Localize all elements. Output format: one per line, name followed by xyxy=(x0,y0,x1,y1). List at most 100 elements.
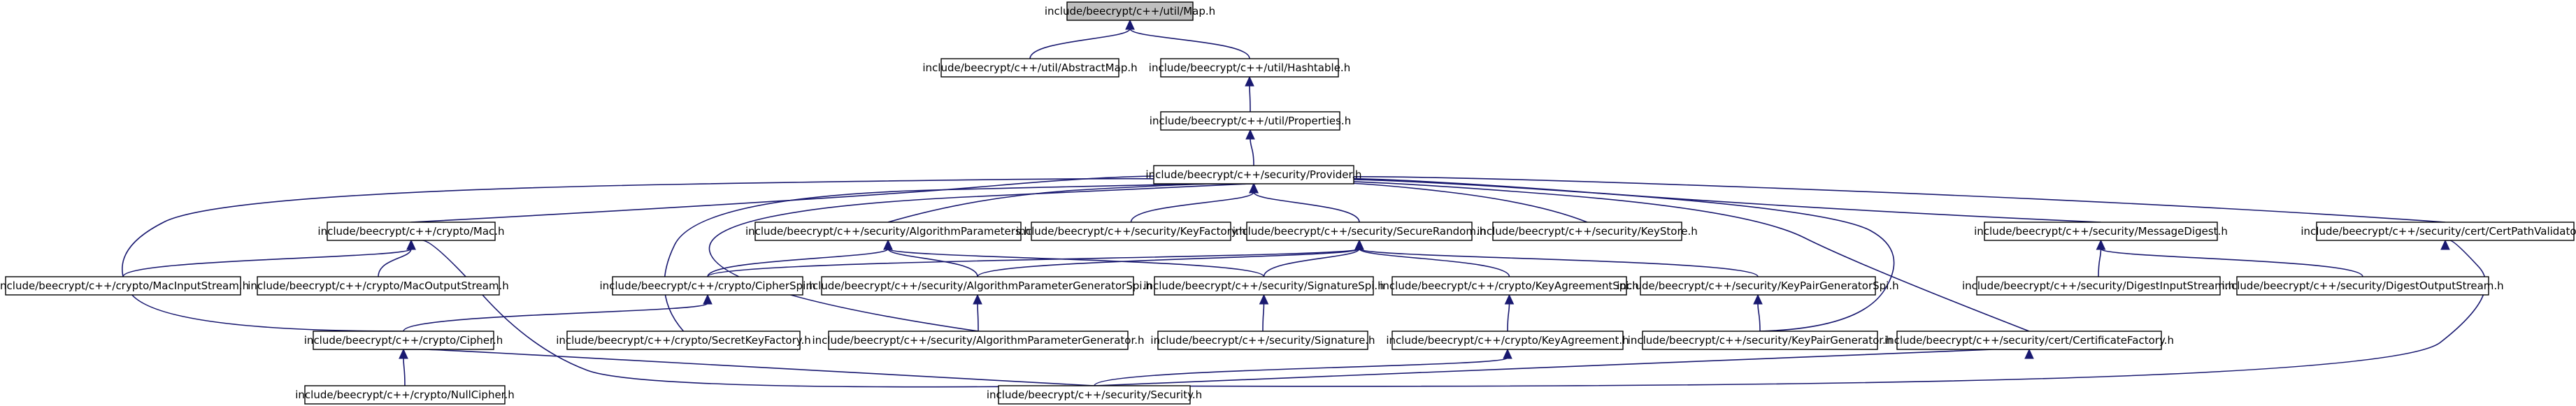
edge-digestoutputstream-to-messagedigest xyxy=(2096,239,2363,277)
node-hashtable[interactable]: include/beecrypt/c++/util/Hashtable.h xyxy=(1149,58,1350,78)
node-securerandom[interactable]: include/beecrypt/c++/security/SecureRand… xyxy=(1233,222,1486,241)
node-box xyxy=(566,331,801,350)
node-keyagreement[interactable]: include/beecrypt/c++/crypto/KeyAgreement… xyxy=(1386,331,1629,350)
node-box xyxy=(1154,276,1374,296)
edge-line xyxy=(1253,176,2446,223)
node-box xyxy=(1984,222,2218,241)
node-label: include/beecrypt/c++/security/DigestOutp… xyxy=(2221,280,2503,292)
node-signaturespi[interactable]: include/beecrypt/c++/security/SignatureS… xyxy=(1143,276,1384,296)
node-label: include/beecrypt/c++/security/KeyPairGen… xyxy=(1617,280,1898,292)
node-box xyxy=(1492,222,1682,241)
node-keypairgen[interactable]: include/beecrypt/c++/security/KeyPairGen… xyxy=(1628,331,1893,350)
node-signature[interactable]: include/beecrypt/c++/security/Signature.… xyxy=(1150,331,1375,350)
node-box xyxy=(1391,276,1627,296)
node-label: include/beecrypt/c++/security/Security.h xyxy=(987,389,1202,401)
node-box xyxy=(1066,1,1194,21)
node-box xyxy=(828,331,1129,350)
edge-line xyxy=(1253,191,1360,223)
node-label: include/beecrypt/c++/security/Signature.… xyxy=(1150,334,1375,347)
arrowhead-icon xyxy=(703,293,713,305)
edge-security-to-certfactory xyxy=(1094,348,2034,386)
node-provider[interactable]: include/beecrypt/c++/security/Provider.h xyxy=(1145,165,1362,184)
edge-line xyxy=(378,248,412,277)
node-keypairgenspi[interactable]: include/beecrypt/c++/security/KeyPairGen… xyxy=(1617,276,1899,296)
node-label: include/beecrypt/c++/security/cert/Certi… xyxy=(1884,334,2174,347)
edge-keyfactory-to-provider xyxy=(1130,182,1259,223)
node-box xyxy=(2316,222,2575,241)
edge-security-to-cipher xyxy=(399,348,1095,386)
node-cipherspi[interactable]: include/beecrypt/c++/crypto/CipherSpi.h xyxy=(599,276,816,296)
node-keystore[interactable]: include/beecrypt/c++/security/KeyStore.h xyxy=(1477,222,1698,241)
edge-line xyxy=(707,248,889,277)
edge-signature-to-signaturespi xyxy=(1259,293,1269,332)
edge-line xyxy=(1094,349,2029,386)
node-box xyxy=(313,331,494,350)
node-box xyxy=(754,222,1022,241)
edge-line xyxy=(977,248,1360,277)
edge-line xyxy=(1250,138,1254,166)
edge-line xyxy=(1359,248,1510,277)
node-secretkeyfactory[interactable]: include/beecrypt/c++/crypto/SecretKeyFac… xyxy=(556,331,811,350)
edge-mac-to-provider xyxy=(410,175,1259,223)
edge-keyagreement-to-keyagreementspi xyxy=(1504,293,1515,332)
node-abstractmap[interactable]: include/beecrypt/c++/util/AbstractMap.h xyxy=(922,58,1138,78)
node-box xyxy=(612,276,803,296)
node-label: include/beecrypt/c++/util/AbstractMap.h xyxy=(922,61,1137,74)
node-cipher[interactable]: include/beecrypt/c++/crypto/Cipher.h xyxy=(304,331,503,350)
edge-line xyxy=(1253,180,2030,332)
edge-line xyxy=(2100,248,2363,277)
edge-security-to-keyagreement xyxy=(1094,348,1512,386)
node-label: include/beecrypt/c++/crypto/CipherSpi.h xyxy=(599,280,815,292)
node-label: include/beecrypt/c++/crypto/NullCipher.h xyxy=(295,389,515,401)
node-algparamgenspi[interactable]: include/beecrypt/c++/security/AlgorithmP… xyxy=(803,276,1152,296)
node-label: include/beecrypt/c++/crypto/Cipher.h xyxy=(304,334,503,347)
node-box xyxy=(1031,222,1231,241)
node-macinputstream[interactable]: include/beecrypt/c++/crypto/MacInputStre… xyxy=(0,276,249,296)
arrowhead-icon xyxy=(2440,239,2450,250)
node-box xyxy=(1896,331,2162,350)
node-properties[interactable]: include/beecrypt/c++/util/Properties.h xyxy=(1150,111,1351,131)
edge-line xyxy=(887,248,978,277)
edge-line xyxy=(887,248,1265,277)
node-box xyxy=(1246,222,1473,241)
arrowhead-icon xyxy=(2096,239,2106,250)
edge-line xyxy=(403,349,1095,386)
edge-macinputstream-to-mac xyxy=(122,239,416,277)
arrowhead-icon xyxy=(973,293,982,305)
edge-line xyxy=(122,177,1254,332)
arrowhead-icon xyxy=(1245,75,1254,87)
node-digestinputstream[interactable]: include/beecrypt/c++/security/DigestInpu… xyxy=(1962,276,2235,296)
node-keyfactory[interactable]: include/beecrypt/c++/security/KeyFactory… xyxy=(1016,222,1246,241)
node-label: include/beecrypt/c++/security/AlgorithmP… xyxy=(812,334,1144,347)
edge-line xyxy=(1359,248,1759,277)
arrowhead-icon xyxy=(1125,19,1135,30)
node-nullcipher[interactable]: include/beecrypt/c++/crypto/NullCipher.h xyxy=(295,385,515,405)
node-label: include/beecrypt/c++/crypto/MacOutputStr… xyxy=(248,280,509,292)
arrowhead-icon xyxy=(406,239,416,250)
edge-line xyxy=(1094,240,2486,387)
node-messagedigest[interactable]: include/beecrypt/c++/security/MessageDig… xyxy=(1974,222,2228,241)
edge-cipherspi-to-algparams xyxy=(707,239,893,277)
edge-algparamgen-to-algparamgenspi xyxy=(973,293,982,332)
edge-keypairgen-to-keypairgenspi xyxy=(1753,293,1763,332)
node-certfactory[interactable]: include/beecrypt/c++/security/cert/Certi… xyxy=(1884,331,2174,350)
node-keyagreementspi[interactable]: include/beecrypt/c++/crypto/KeyAgreement… xyxy=(1380,276,1639,296)
node-macoutputstream[interactable]: include/beecrypt/c++/crypto/MacOutputStr… xyxy=(248,276,509,296)
edge-line xyxy=(410,175,1254,223)
node-algparamgen[interactable]: include/beecrypt/c++/security/AlgorithmP… xyxy=(812,331,1145,350)
edge-layer xyxy=(122,19,2486,388)
node-digestoutputstream[interactable]: include/beecrypt/c++/security/DigestOutp… xyxy=(2221,276,2504,296)
edge-line xyxy=(1262,303,1265,332)
node-label: include/beecrypt/c++/security/SecureRand… xyxy=(1233,225,1486,238)
arrowhead-icon xyxy=(1354,239,1364,250)
node-label: include/beecrypt/c++/security/KeyFactory… xyxy=(1016,225,1246,238)
arrowhead-icon xyxy=(883,239,893,250)
node-certpathvalidator[interactable]: include/beecrypt/c++/security/cert/CertP… xyxy=(2300,222,2576,241)
node-label: include/beecrypt/c++/crypto/KeyAgreement… xyxy=(1386,334,1629,347)
node-mac[interactable]: include/beecrypt/c++/crypto/Mac.h xyxy=(317,222,505,241)
node-security[interactable]: include/beecrypt/c++/security/Security.h xyxy=(987,385,1202,405)
node-algparams[interactable]: include/beecrypt/c++/security/AlgorithmP… xyxy=(745,222,1031,241)
node-box xyxy=(257,276,500,296)
